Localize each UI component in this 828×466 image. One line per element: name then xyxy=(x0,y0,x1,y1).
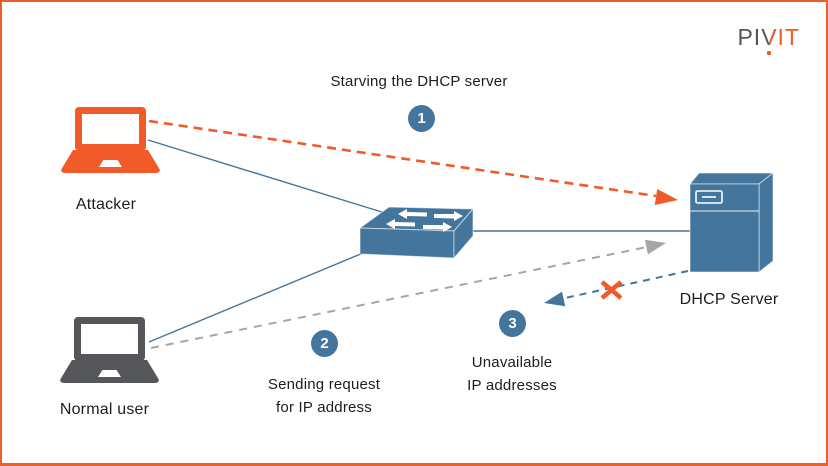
normal-user-label: Normal user xyxy=(59,401,150,418)
normal-user-laptop-icon xyxy=(60,317,159,383)
network-links xyxy=(147,139,690,343)
server-icon xyxy=(689,172,774,273)
logo-part-pi: PI xyxy=(737,24,762,50)
switch-icon xyxy=(359,206,474,259)
dhcp-server-label: DHCP Server xyxy=(679,291,779,308)
step1-label: Starving the DHCP server xyxy=(330,73,508,90)
step3-badge: 3 xyxy=(499,310,526,337)
orange-attack-arrow xyxy=(148,119,678,205)
step3-label: Unavailable IP addresses xyxy=(467,354,557,394)
blocked-x-icon xyxy=(600,280,623,300)
step2-badge: 2 xyxy=(311,330,338,357)
step2-label: Sending request for IP address xyxy=(267,376,381,416)
attacker-label: Attacker xyxy=(75,196,137,213)
gray-request-arrow xyxy=(150,239,666,349)
step1-badge: 1 xyxy=(408,105,435,132)
logo-dot-icon xyxy=(767,51,772,55)
attacker-laptop-icon xyxy=(61,107,160,173)
blue-reply-arrow xyxy=(544,270,689,307)
logo-part-it: IT xyxy=(777,24,800,50)
